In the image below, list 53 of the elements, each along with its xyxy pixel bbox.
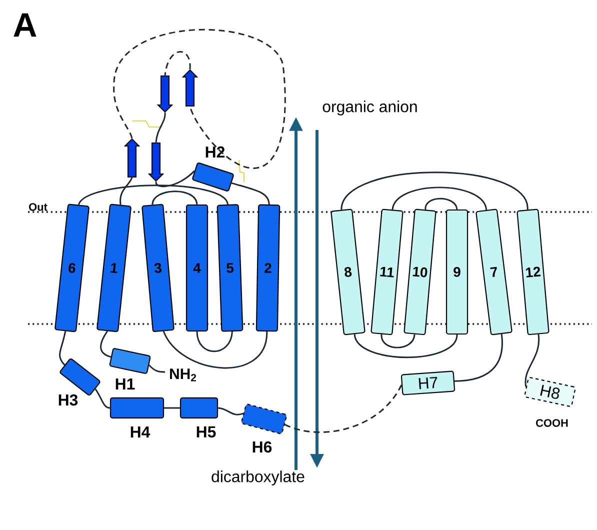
loop-line [59, 331, 66, 366]
loop-line [340, 172, 528, 210]
loop-line [392, 186, 488, 210]
loop-line [164, 407, 180, 409]
loop-line [196, 331, 233, 352]
helix-box: 7 [476, 208, 512, 336]
helix-box: 2 [256, 204, 280, 332]
loop-line [424, 198, 458, 210]
substrate-label: dicarboxylate [212, 470, 304, 486]
loop-line [162, 330, 268, 369]
helix-box: H5 [180, 397, 218, 438]
loop-line [120, 177, 133, 205]
loop-line [218, 407, 244, 416]
loop-line [78, 184, 228, 206]
node-label: H5 [196, 426, 216, 438]
helix-box: H8 [524, 377, 576, 407]
loop-line [113, 29, 286, 169]
node-label: H1 [116, 378, 135, 390]
helix-box: H3 [58, 358, 100, 406]
helix-box: H4 [110, 397, 164, 438]
helix-box: 1 [96, 204, 132, 332]
loop-line [155, 112, 166, 143]
panel-letter: A [14, 13, 36, 37]
terminus-label: NH$_{2}$ [170, 368, 196, 382]
node-label: H6 [252, 441, 272, 453]
substrate-label: organic anion [322, 100, 417, 116]
node-label: H2 [206, 146, 225, 158]
loop-line [354, 334, 458, 358]
helix-box: H6 [241, 404, 287, 453]
helix-box: 4 [186, 204, 208, 332]
terminus-label: COOH [536, 419, 568, 427]
loop-line [152, 190, 198, 205]
loop-line [454, 334, 503, 382]
node-label: H4 [130, 426, 150, 438]
helix-box: 12 [516, 208, 550, 336]
loop-line [380, 334, 416, 348]
node-label: H3 [58, 394, 78, 406]
helix-box: H1 [109, 348, 151, 390]
helix-box: 6 [54, 204, 90, 332]
loop-line [231, 182, 270, 205]
helix-box: 10 [404, 208, 436, 336]
helix-box: 9 [446, 209, 468, 335]
helix-box: 3 [142, 204, 174, 332]
helix-box: 5 [216, 204, 244, 332]
loop-line [94, 388, 110, 409]
loop-line [155, 170, 195, 188]
loop-line [524, 334, 540, 387]
loop-line [284, 384, 402, 433]
helix-box: H2 [192, 146, 234, 192]
helix-box: 8 [330, 208, 366, 336]
loop-line [164, 51, 191, 76]
helix-box: H7 [400, 370, 456, 396]
helix-box: 11 [370, 208, 404, 336]
